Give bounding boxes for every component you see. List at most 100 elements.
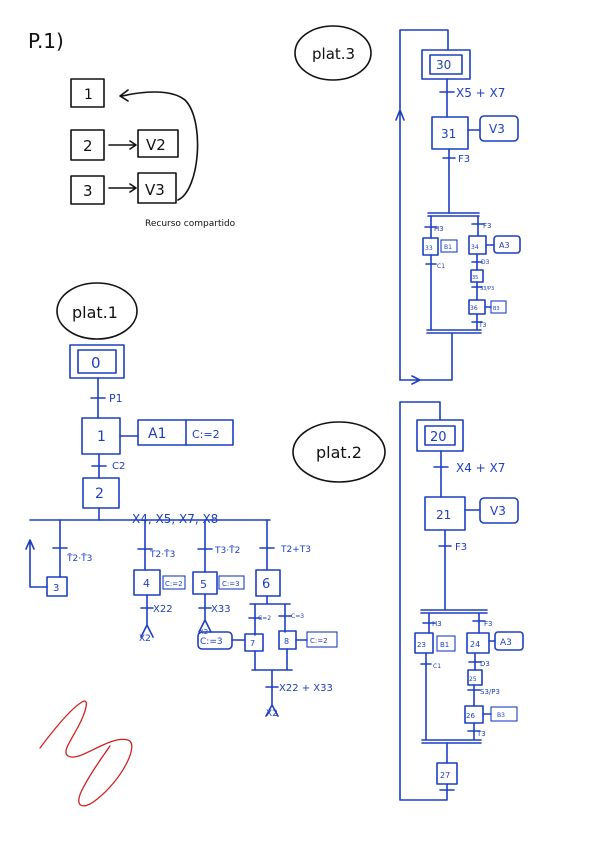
plat1-transition-3: T̄2·T̄3: [66, 552, 92, 564]
plat2-grafcet: 20 X4 + X7 21 V3 F3 H3 F3 23 B1 24 A3 C1…: [399, 401, 524, 801]
plat3-grafcet: 30 X5 + X7 31 V3 F3 H3 F3 33 B1 34 A3 C1…: [395, 29, 521, 385]
plat2-step-20-inner: [424, 425, 456, 446]
legend-box-2-label: 2: [83, 137, 93, 155]
plat1-step-7-label: 7: [250, 639, 255, 648]
plat1-link-1-2: [91, 453, 107, 479]
plat1-branch-condition: X4, X5, X7, X8: [132, 512, 218, 526]
plat1-transition-p1: P1: [109, 392, 123, 405]
plat2-step-25-label: 25: [469, 676, 477, 683]
legend-note: Recurso compartido: [145, 219, 236, 229]
plat1-action-c-assign: C:=2: [192, 428, 220, 441]
plat3-transition-f3: F3: [458, 154, 470, 165]
plat1-step-4-label: 4: [143, 577, 150, 590]
page-title: P.1): [28, 29, 64, 53]
plat2-transition-f3b: F3: [484, 620, 492, 628]
shared-resource-bracket: [119, 89, 199, 201]
plat3-return-line: [399, 332, 453, 385]
plat2-transition-f3: F3: [455, 542, 467, 553]
plat1-action-4-box: [162, 575, 186, 590]
plat2-action-23: B1: [440, 641, 449, 649]
plat3-action-34-box: [493, 235, 521, 254]
plat3-action-31-box: [479, 115, 519, 142]
plat1-step-0-inner: [77, 349, 117, 374]
legend-v2-box: [137, 129, 179, 158]
plat1-label-bubble: [56, 282, 138, 340]
plat2-link-21-fork: [438, 529, 452, 611]
plat3-link-30-31: [439, 78, 455, 118]
plat1-transition-c2: C2: [112, 461, 125, 472]
plat1-jump-x2-a: X2: [139, 634, 151, 644]
plat3-branch-left: [425, 254, 437, 331]
legend-box-2: [70, 129, 105, 161]
plat1-branch-4-link: [137, 519, 153, 571]
plat3-step-31-label: 31: [441, 127, 456, 141]
plat1-jump-x2-c: X2: [266, 709, 278, 719]
plat2-action-26-box: [490, 706, 518, 722]
plat3-link-31-fork: [442, 148, 456, 214]
plat3-branch-right-3: [471, 313, 483, 331]
plat3-join-lines: [426, 329, 482, 334]
plat3-step-36-label: 36: [470, 305, 478, 312]
plat2-transition-20: X4 + X7: [456, 461, 505, 475]
plat3-action-36: B3: [493, 306, 500, 312]
plat1-step-1-label: 1: [97, 429, 106, 445]
plat1-exit-transition: X22 + X33: [279, 683, 333, 694]
plat1-label: plat.1: [72, 303, 118, 322]
plat1-branch-5-out: [198, 593, 212, 633]
plat3-transition-d3: D3: [481, 259, 490, 266]
plat3-label-bubble: [294, 25, 372, 81]
plat3-step-30-label: 30: [436, 58, 451, 72]
plat3-transition-f3b: F3: [483, 222, 491, 230]
plat1-branch-6-divergence: [248, 595, 292, 636]
plat2-action-23-box: [436, 635, 456, 652]
arrow-to-v3: [108, 183, 137, 193]
plat3-fork-branches: [424, 215, 485, 239]
plat1-transition-x22: X22: [153, 604, 173, 615]
plat1-step-7: [244, 633, 264, 652]
plat1-branch-5-link: [197, 519, 213, 573]
plat2-step-23: [414, 632, 434, 654]
plat3-step-31: [431, 116, 469, 150]
plat2-label: plat.2: [316, 443, 362, 462]
plat2-action-21-box: [479, 497, 519, 524]
legend-box-3-label: 3: [83, 182, 93, 200]
plat3-action-34: A3: [499, 241, 510, 250]
plat1-step-2: [82, 477, 120, 509]
plat3-step-30-inner: [429, 54, 463, 75]
plat2-step-21-label: 21: [436, 508, 451, 522]
plat2-join-lines: [421, 739, 482, 744]
plat2-branch-right-1: [468, 652, 482, 671]
plat1-transition-5: T3·T̄2: [214, 544, 240, 556]
plat3-label: plat.3: [312, 45, 355, 63]
plat3-branch-right-2: [471, 281, 483, 301]
plat3-transition-t3: T3: [478, 322, 487, 329]
plat1-step-6: [255, 569, 281, 597]
plat2-action-26: B3: [497, 712, 505, 719]
plat1-step-0-outer: [69, 344, 125, 379]
plat2-step-20-outer: [416, 419, 464, 452]
plat2-link-20-21: [433, 450, 449, 498]
plat3-action-33-box: [440, 239, 458, 253]
plat2-step-24: [466, 632, 490, 654]
plat3-action-36-box: [490, 300, 507, 314]
plat2-action-24: A3: [500, 638, 512, 648]
plat2-loop-line: [399, 401, 441, 796]
plat1-step-5-label: 5: [200, 578, 207, 591]
plat2-action-24-box: [494, 631, 524, 651]
plat1-loop-back: [25, 539, 48, 588]
plat1-step-6-label: 6: [262, 577, 270, 592]
plat2-branch-right-3: [467, 722, 481, 741]
plat2-step-25: [467, 669, 483, 686]
plat1-step-2-label: 2: [95, 486, 104, 502]
plat1-action-a1: A1: [148, 426, 166, 442]
plat1-transition-4: T2·T̄3: [149, 548, 175, 560]
plat1-transition-6: T2+T3: [280, 545, 311, 555]
plat3-step-33-label: 33: [425, 245, 433, 252]
plat1-action-8: C:=2: [310, 637, 328, 645]
plat1-action-4: C:=2: [165, 580, 183, 588]
plat1-grafcet: 0 P1 1 A1 C:=2 C2 2 X4, X5, X7, X8 T̄2·T…: [25, 344, 338, 719]
plat2-label-bubble: [292, 421, 386, 483]
plat2-action-v3: V3: [490, 504, 506, 518]
legend-box-1-label: 1: [84, 87, 93, 103]
